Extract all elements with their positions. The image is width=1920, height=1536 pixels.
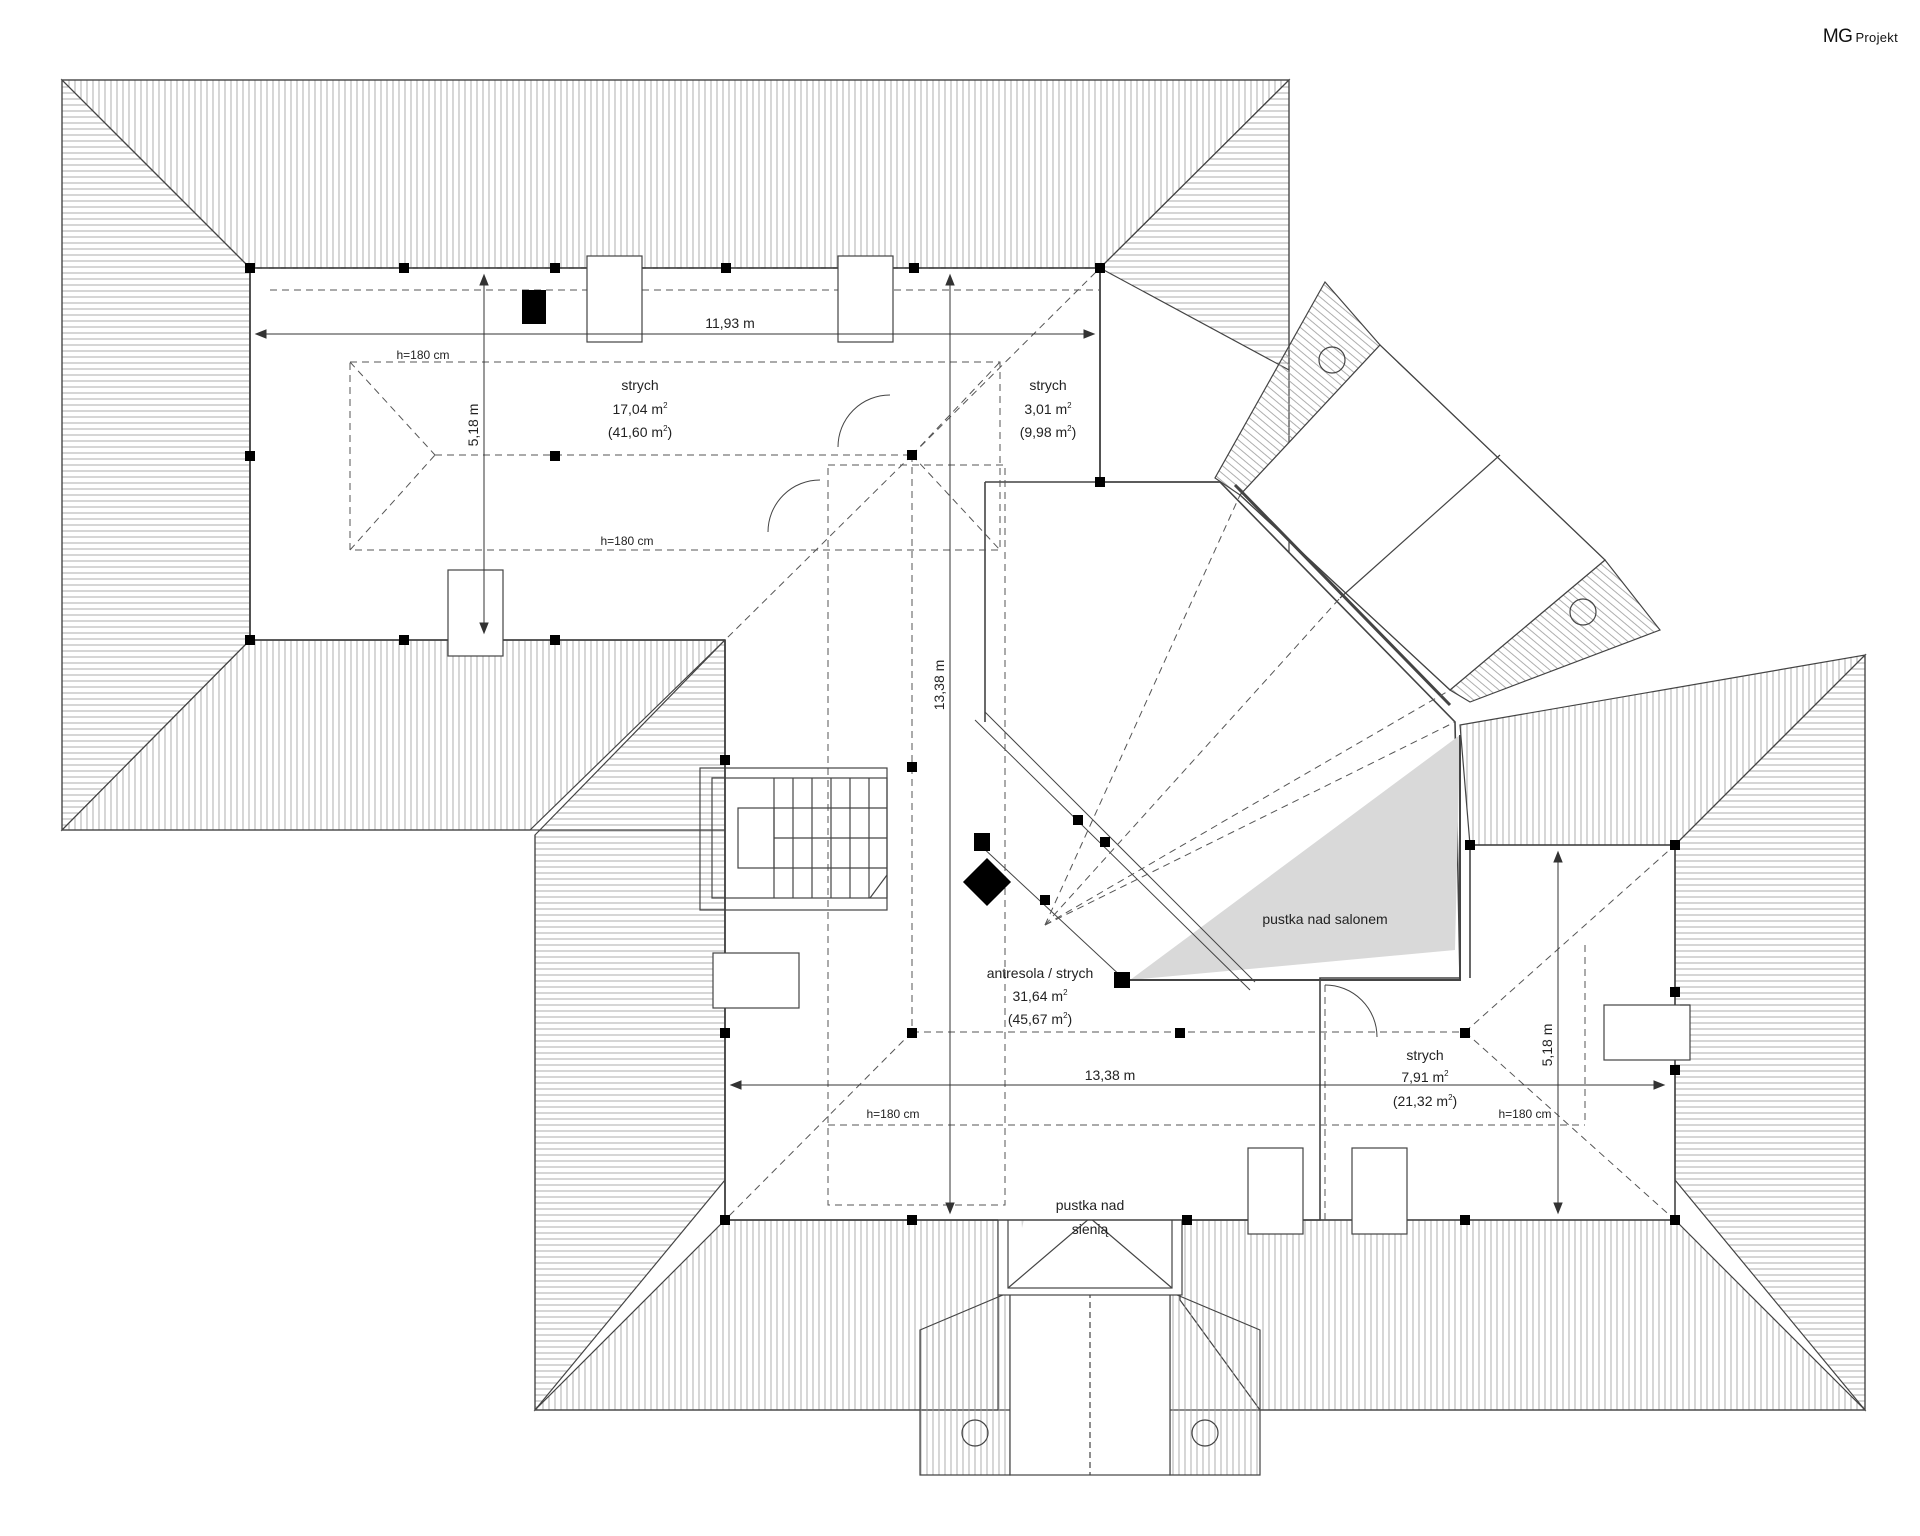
room-strych-nw-area: 17,04 m2 (612, 401, 668, 417)
stairs (699, 767, 888, 911)
room-strych-e-area: 7,91 m2 (1401, 1069, 1449, 1085)
room-antresola-total: (45,67 m2) (1008, 1011, 1072, 1027)
dimension-lines (254, 273, 1666, 1215)
skylights (447, 255, 1691, 1235)
room-strych-nw-total: (41,60 m2) (608, 424, 672, 440)
room-antresola-name: antresola / strych (987, 965, 1094, 981)
void-sien-label-2: sienią (1072, 1221, 1109, 1237)
ridge-lines (250, 267, 1676, 1221)
dim-bottom-width: 13,38 m (1085, 1067, 1136, 1083)
interior (249, 267, 1676, 1221)
room-strych-e-name: strych (1406, 1047, 1443, 1063)
room-antresola-area: 31,64 m2 (1012, 988, 1068, 1004)
void-salon-label: pustka nad salonem (1262, 911, 1387, 927)
height-label-1: h=180 cm (396, 348, 449, 362)
dim-right-depth: 5,18 m (1539, 1024, 1555, 1067)
void-sien-label-1: pustka nad (1056, 1197, 1125, 1213)
dim-top-width: 11,93 m (705, 315, 755, 331)
room-strych-n-name: strych (1029, 377, 1066, 393)
labels: 11,93 m 5,18 m 13,38 m 13,38 m 5,18 m h=… (396, 315, 1555, 1237)
door-swings (767, 394, 1378, 1038)
height-label-4: h=180 cm (1498, 1107, 1551, 1121)
dim-center-len: 13,38 m (931, 660, 947, 711)
room-strych-nw-name: strych (621, 377, 658, 393)
height-label-3: h=180 cm (866, 1107, 919, 1121)
brand-projekt: Projekt (1855, 30, 1898, 45)
chimneys (522, 290, 1012, 907)
room-strych-e-total: (21,32 m2) (1393, 1093, 1457, 1109)
roof-northeast-wing (1214, 280, 1661, 707)
brand-mg: MG (1822, 26, 1853, 47)
height-label-2: h=180 cm (600, 534, 653, 548)
room-strych-n-total: (9,98 m2) (1020, 424, 1077, 440)
void-salon (974, 711, 1461, 991)
dim-left-depth: 5,18 m (465, 404, 481, 447)
posts (245, 263, 1680, 1225)
room-strych-n-area: 3,01 m2 (1024, 401, 1072, 417)
